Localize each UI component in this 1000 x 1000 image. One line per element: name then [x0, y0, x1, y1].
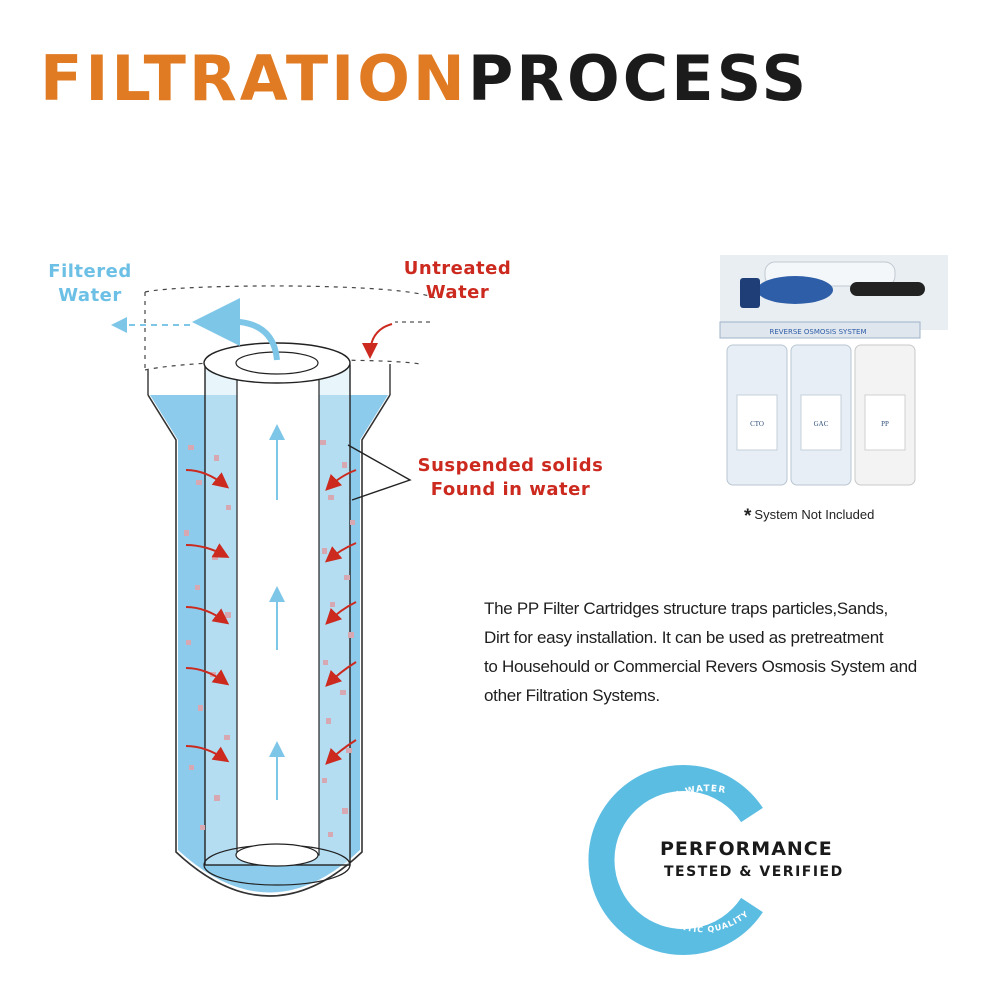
inflow-arrows-right — [324, 469, 357, 765]
ro-panel-text: REVERSE OSMOSIS SYSTEM — [769, 328, 866, 336]
filtered-water-label-line2: Water — [58, 285, 122, 306]
suspended-solids-label-line1: Suspended solids — [417, 455, 604, 476]
system-not-included-note: *System Not Included — [744, 506, 874, 528]
untreated-water-label: Untreated Water — [390, 257, 525, 305]
description-line-2: Dirt for easy installation. It can be us… — [484, 628, 884, 647]
performance-badge: FILSADAE WATER PREMIUM AUTHENTIC QUALITY — [588, 765, 763, 955]
suspended-solids-label-line2: Found in water — [430, 479, 591, 500]
description-line-4: other Filtration Systems. — [484, 686, 660, 705]
housing-label-pp: PP — [881, 420, 889, 428]
housing-label-cto: CTO — [750, 420, 764, 428]
inflow-arrows-left — [185, 469, 230, 763]
outlet-flow-arrow — [192, 298, 280, 361]
badge-tested-verified-text: TESTED & VERIFIED — [664, 864, 844, 880]
housing-outline — [147, 394, 391, 897]
note-text: System Not Included — [754, 507, 875, 522]
inlet-arrow — [362, 323, 393, 359]
title-part-filtration: FILTRATION — [40, 42, 468, 115]
cartridge-bottom-hole — [235, 843, 319, 867]
untreated-water-label-line1: Untreated — [403, 258, 512, 279]
title-part-process: PROCESS — [467, 42, 810, 115]
description-paragraph: The PP Filter Cartridges structure traps… — [484, 594, 964, 710]
filtered-water-label: Filtered Water — [40, 260, 140, 308]
badge-performance-text: PERFORMANCE — [660, 838, 833, 860]
filtered-water-label-line1: Filtered — [48, 261, 132, 282]
description-line-1: The PP Filter Cartridges structure traps… — [484, 599, 888, 618]
ro-system-photo: REVERSE OSMOSIS SYSTEM CTO GAC PP — [719, 255, 948, 486]
housing-label-gac: GAC — [814, 420, 829, 428]
untreated-water-label-line2: Water — [425, 282, 490, 303]
solids-pointer-lines — [347, 444, 412, 501]
suspended-solids-label: Suspended solids Found in water — [398, 454, 623, 502]
badge-ring — [588, 765, 763, 955]
page-title: FILTRATIONPROCESS — [40, 48, 809, 110]
housing-cap-outline — [144, 285, 436, 299]
note-asterisk: * — [744, 506, 752, 527]
description-line-3: to Househould or Commercial Revers Osmos… — [484, 657, 917, 676]
